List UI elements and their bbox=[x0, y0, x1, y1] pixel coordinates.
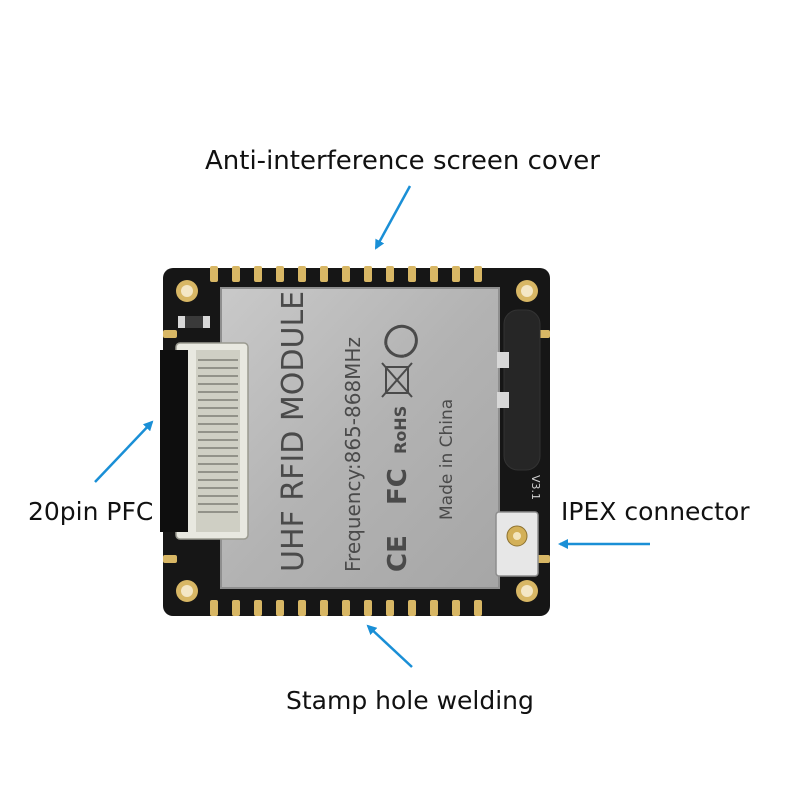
fpc-connector bbox=[160, 342, 249, 540]
stamp-holes-bottom bbox=[210, 600, 482, 616]
shield-frequency: Frequency:865-868MHz bbox=[341, 337, 365, 572]
shield-cert-rohs: RoHS bbox=[391, 406, 410, 454]
callout-shield-cover: Anti-interference screen cover bbox=[205, 146, 600, 176]
callout-ipex: IPEX connector bbox=[561, 497, 750, 526]
shield-cover bbox=[220, 287, 500, 589]
right-side-components bbox=[497, 309, 541, 471]
stamp-holes-top bbox=[210, 266, 482, 282]
arrow-fpc bbox=[94, 420, 154, 483]
recycle-icon bbox=[384, 324, 418, 358]
crossed-bin-icon bbox=[381, 362, 413, 398]
arrow-shield bbox=[374, 185, 412, 250]
fpc-pins bbox=[198, 359, 238, 513]
board-version: V3.1 bbox=[529, 475, 542, 500]
shield-cert-fc: FC bbox=[383, 468, 413, 505]
callout-stamp-hole: Stamp hole welding bbox=[286, 686, 534, 715]
callout-fpc: 20pin PFC bbox=[28, 497, 154, 526]
arrow-stamp bbox=[366, 624, 413, 668]
shield-cert-ce: CE bbox=[383, 535, 413, 572]
ipex-connector bbox=[495, 511, 539, 577]
shield-title: UHF RFID MODULE bbox=[276, 291, 311, 572]
corner-holes bbox=[176, 280, 538, 602]
smd-component bbox=[178, 316, 210, 328]
shield-origin: Made in China bbox=[437, 399, 457, 520]
